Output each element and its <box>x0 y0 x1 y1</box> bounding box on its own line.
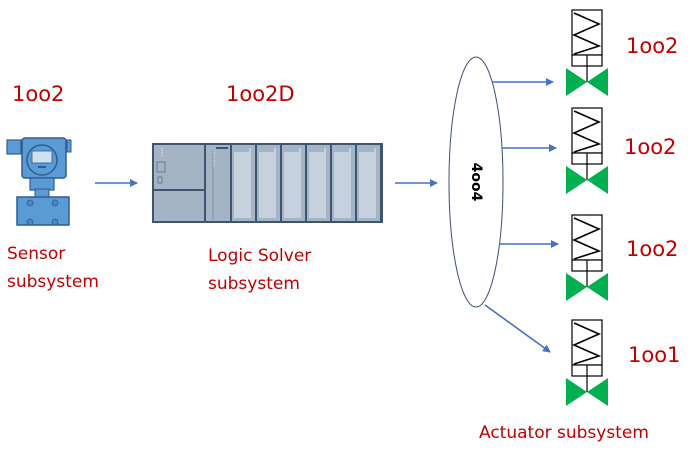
actuator-4-voting-label: 1oo1 <box>628 343 681 367</box>
voting-ellipse <box>448 56 504 308</box>
plc-io-module <box>259 144 282 222</box>
sensor-voting-label: 1oo2 <box>12 82 65 106</box>
plc-io-module <box>234 144 257 222</box>
logic-solver-voting-label: 1oo2D <box>226 82 295 106</box>
plc-io-module <box>284 144 307 222</box>
sensor-label-line2: subsystem <box>7 272 99 292</box>
actuated-valve-icon <box>566 107 608 194</box>
plc-io-module <box>309 144 332 222</box>
actuated-valve-icon <box>566 9 608 96</box>
pressure-transmitter-icon <box>6 137 72 226</box>
actuator-2-voting-label: 1oo2 <box>624 135 677 159</box>
sensor-subsystem-label: Sensor subsystem <box>7 240 99 296</box>
sensor-label-line1: Sensor <box>7 244 66 264</box>
logic-solver-label-line2: subsystem <box>208 274 300 294</box>
voting-to-actuator-4-arrow <box>484 304 551 353</box>
final-element-voting-label: 4oo4 <box>468 162 484 202</box>
actuated-valve-icon <box>566 214 608 301</box>
actuator-subsystem-label: Actuator subsystem <box>479 423 649 443</box>
logic-solver-label-line1: Logic Solver <box>208 246 312 266</box>
logic-solver-subsystem-label: Logic Solver subsystem <box>208 242 311 298</box>
actuator-3-voting-label: 1oo2 <box>626 237 679 261</box>
plc-io-module <box>359 144 382 222</box>
actuated-valve-icon <box>566 319 608 406</box>
plc-io-module <box>334 144 357 222</box>
actuator-1-voting-label: 1oo2 <box>626 34 679 58</box>
